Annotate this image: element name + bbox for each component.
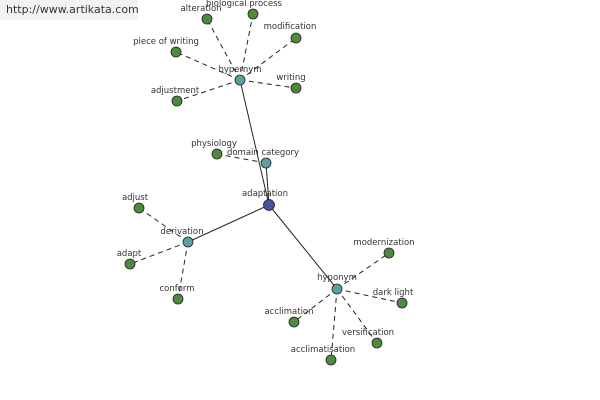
- label-adapt: adapt: [117, 249, 142, 259]
- label-versification: versification: [342, 328, 394, 338]
- edges-layer: [129, 13, 403, 361]
- label-biological-process: biological process: [206, 0, 282, 9]
- label-piece-of-writing: piece of writing: [133, 37, 199, 47]
- edge-derivation-conform: [177, 241, 189, 300]
- label-modification: modification: [264, 22, 317, 32]
- edge-hypernym-biological-process: [239, 13, 254, 81]
- label-acclimatisation: acclimatisation: [291, 345, 355, 355]
- node-piece-of-writing[interactable]: [170, 46, 182, 58]
- node-conform[interactable]: [172, 293, 184, 305]
- label-acclimation: acclimation: [264, 307, 313, 317]
- node-alteration[interactable]: [201, 13, 213, 25]
- edge-hyponym-modernization: [336, 252, 390, 290]
- nodes-layer: [124, 8, 408, 366]
- edge-hypernym-adjustment: [176, 79, 241, 102]
- node-derivation[interactable]: [182, 236, 194, 248]
- node-biological-process[interactable]: [247, 8, 259, 20]
- node-adjustment[interactable]: [171, 95, 183, 107]
- label-modernization: modernization: [353, 238, 414, 248]
- label-adaptation: adaptation: [242, 189, 288, 199]
- label-writing: writing: [276, 73, 305, 83]
- edge-hypernym-piece-of-writing: [175, 51, 241, 81]
- node-adapt[interactable]: [124, 258, 136, 270]
- node-adaptation[interactable]: [263, 199, 275, 211]
- labels-layer: adaptation hypernym domain category deri…: [117, 0, 415, 355]
- edge-hypernym-modification: [239, 37, 297, 81]
- node-versification[interactable]: [371, 337, 383, 349]
- edge-center-derivation: [187, 204, 270, 243]
- node-dark-light[interactable]: [396, 297, 408, 309]
- node-adjust[interactable]: [133, 202, 145, 214]
- label-adjust: adjust: [122, 193, 149, 203]
- node-acclimatisation[interactable]: [325, 354, 337, 366]
- edge-hyponym-dark-light: [336, 288, 403, 304]
- node-modernization[interactable]: [383, 247, 395, 259]
- edge-hyponym-acclimation: [293, 288, 338, 323]
- node-hyponym[interactable]: [331, 283, 343, 295]
- node-acclimation[interactable]: [288, 316, 300, 328]
- node-writing[interactable]: [290, 82, 302, 94]
- label-physiology: physiology: [191, 139, 237, 149]
- edge-derivation-adapt: [129, 241, 189, 265]
- label-alteration: alteration: [180, 4, 221, 14]
- edge-center-domain: [265, 162, 270, 206]
- label-domain-category: domain category: [227, 148, 299, 158]
- site-url-label[interactable]: http://www.artikata.com: [0, 0, 139, 20]
- label-hyponym: hyponym: [317, 273, 357, 283]
- edge-center-hypernym: [239, 79, 270, 206]
- edge-hypernym-writing: [239, 79, 297, 89]
- label-dark-light: dark light: [373, 288, 414, 298]
- edge-hyponym-acclimatisation: [330, 288, 338, 361]
- node-physiology[interactable]: [211, 148, 223, 160]
- node-hypernym[interactable]: [234, 74, 246, 86]
- label-hypernym: hypernym: [218, 65, 261, 75]
- edge-hyponym-versification: [336, 288, 378, 344]
- label-derivation: derivation: [160, 227, 203, 237]
- edge-center-hyponym: [268, 204, 338, 290]
- label-adjustment: adjustment: [151, 86, 200, 96]
- edge-hypernym-alteration: [206, 18, 241, 81]
- node-domain-category[interactable]: [260, 157, 272, 169]
- label-conform: conform: [159, 284, 194, 294]
- edge-derivation-adjust: [138, 207, 189, 243]
- node-modification[interactable]: [290, 32, 302, 44]
